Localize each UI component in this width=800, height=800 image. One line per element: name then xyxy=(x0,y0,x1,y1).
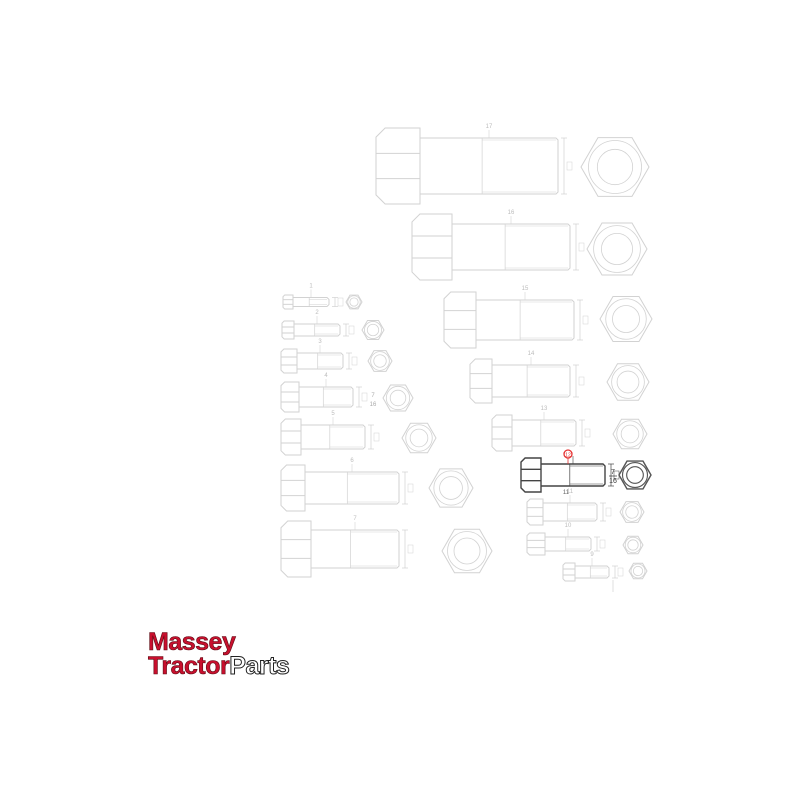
bolt-group-right-8: 10 xyxy=(526,523,644,556)
logo-parts-text: Parts xyxy=(229,652,291,680)
svg-text:5: 5 xyxy=(331,411,335,417)
svg-text:4: 4 xyxy=(324,373,328,379)
svg-text:16: 16 xyxy=(370,402,377,408)
svg-text:16: 16 xyxy=(508,210,515,216)
svg-text:9: 9 xyxy=(590,552,594,558)
svg-text:16: 16 xyxy=(609,478,617,485)
highlighted-item-callout: 12 11 7 16 xyxy=(563,449,617,496)
bolt-group-right-1: 17 xyxy=(375,124,650,205)
svg-text:2: 2 xyxy=(315,310,319,316)
svg-text:13: 13 xyxy=(541,406,548,412)
bolt-group-right-9: 9 xyxy=(562,552,648,582)
svg-text:7: 7 xyxy=(353,516,357,522)
bolt-group-left-4: 4 xyxy=(280,373,414,413)
bolt-group-right-6 xyxy=(520,456,652,493)
logo-tractor-text: Tractor xyxy=(148,652,230,680)
bolt-group-right-7: 11 xyxy=(526,489,645,526)
bolt-group-right-3: 15 xyxy=(443,286,653,349)
bolt-group-left-7: 7 xyxy=(280,516,493,578)
bolt-group-right-4: 14 xyxy=(469,351,650,404)
svg-text:1: 1 xyxy=(309,284,313,290)
highlighted-item-number: 12 xyxy=(565,453,571,459)
left-thread-label: 7 16 xyxy=(370,393,377,408)
bolt-group-right-2: 16 xyxy=(411,210,648,281)
svg-text:10: 10 xyxy=(565,523,572,529)
logo-massey-text: Massey xyxy=(148,628,236,656)
svg-text:11: 11 xyxy=(567,489,574,495)
logo-tractorparts-text: TractorParts xyxy=(148,652,291,680)
bolt-group-left-6: 6 xyxy=(280,458,474,512)
bolt-group-left-3: 3 xyxy=(280,339,393,374)
svg-text:14: 14 xyxy=(528,351,535,357)
massey-tractor-parts-logo: Massey TractorParts xyxy=(148,628,291,680)
svg-text:15: 15 xyxy=(522,286,529,292)
bolt-group-right-5: 13 xyxy=(491,406,648,452)
bolt-group-left-2: 2 xyxy=(281,310,385,340)
bolt-group-left-1: 1 xyxy=(282,284,363,310)
svg-text:6: 6 xyxy=(350,458,354,464)
svg-text:7: 7 xyxy=(371,393,375,399)
bolt-group-left-5: 5 xyxy=(280,411,437,456)
svg-text:11: 11 xyxy=(563,490,570,496)
svg-text:7: 7 xyxy=(611,469,615,476)
svg-text:17: 17 xyxy=(486,124,493,130)
svg-text:3: 3 xyxy=(318,339,322,345)
